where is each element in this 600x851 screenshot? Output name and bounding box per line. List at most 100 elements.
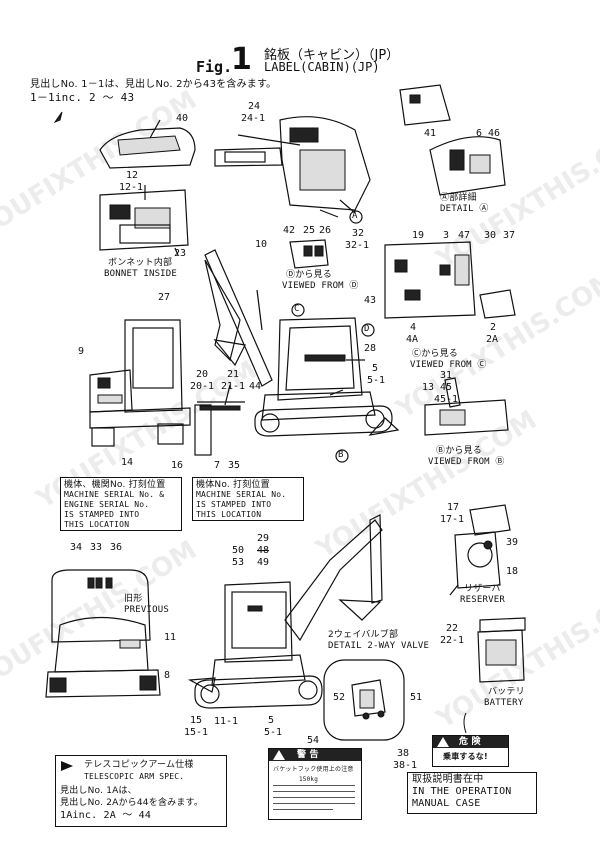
part-number: 16 xyxy=(171,460,184,471)
top-note-jp: 見出しNo. 1－1は、見出しNo. 2から43を含みます。 xyxy=(30,79,277,90)
part-number: 13 xyxy=(422,382,435,393)
part-number: 48 xyxy=(257,545,270,556)
part-number: 54 xyxy=(307,735,320,746)
part-number: 22 xyxy=(446,623,459,634)
part-number: 29 xyxy=(257,533,270,544)
reserver-en: RESERVER xyxy=(460,595,505,605)
previous-en: PREVIOUS xyxy=(124,605,169,615)
warning-header-bar xyxy=(269,749,361,761)
part-number: 32-1 xyxy=(345,240,370,251)
part-number: 33 xyxy=(90,542,103,553)
telescopic-line1: テレスコピックアーム仕様 xyxy=(84,760,194,770)
part-number: 39 xyxy=(506,537,519,548)
part-number: 15 xyxy=(190,715,203,726)
telescopic-line3: 見出しNo. 1Aは、 xyxy=(60,786,137,796)
bonnet-inside-jp: ボンネット内部 xyxy=(108,258,173,268)
part-number: 21 xyxy=(227,369,240,380)
callout-c: C xyxy=(294,304,300,314)
part-number: 46 xyxy=(488,128,501,139)
part-number: 53 xyxy=(232,557,245,568)
callout-b: B xyxy=(338,450,344,460)
part-number: 38-1 xyxy=(393,760,418,771)
part-number: 10 xyxy=(255,239,268,250)
figure-word: Fig. xyxy=(196,58,233,76)
part-number: 5 xyxy=(268,715,275,726)
part-number: 5 xyxy=(372,363,379,374)
detail-2way-jp: 2ウェイバルブ部 xyxy=(328,630,399,640)
tag-string-icon xyxy=(463,713,467,733)
figure-number: 1 xyxy=(231,42,252,77)
bonnet-inside-en: BONNET INSIDE xyxy=(104,269,178,279)
previous-jp: 旧形 xyxy=(124,594,143,604)
part-number: 50 xyxy=(232,545,245,556)
serial-left-line4: IS STAMPED INTO xyxy=(64,510,140,519)
part-number: 6 xyxy=(476,128,483,139)
part-number: 27 xyxy=(158,292,171,303)
part-number: 52 xyxy=(333,692,346,703)
warning-triangle-icon xyxy=(273,750,285,760)
part-number: 51 xyxy=(410,692,423,703)
danger-label: 危 険 乗車するな! xyxy=(432,735,509,767)
part-number: 32 xyxy=(352,228,365,239)
arrow-icon xyxy=(61,761,73,771)
part-number: 19 xyxy=(412,230,425,241)
detail-a-jp: Ⓐ部詳細 xyxy=(440,193,477,203)
telescopic-line2: TELESCOPIC ARM SPEC. xyxy=(84,772,185,781)
viewed-from-c-jp: Ⓒから見る xyxy=(412,349,459,359)
part-number: 8 xyxy=(164,670,171,681)
viewed-from-b-jp: Ⓑから見る xyxy=(436,446,483,456)
part-number: 12 xyxy=(126,170,139,181)
battery-jp: バッテリ xyxy=(488,687,525,697)
callout-d: D xyxy=(364,324,370,334)
part-number: 36 xyxy=(110,542,123,553)
part-number: 34 xyxy=(70,542,83,553)
part-number: 25 xyxy=(303,225,316,236)
telescopic-line4: 見出しNo. 2Aから44を含みます。 xyxy=(60,798,204,808)
manual-line2: IN THE OPERATION xyxy=(412,786,512,797)
manual-line3: MANUAL CASE xyxy=(412,798,481,809)
part-number: 17 xyxy=(447,502,460,513)
callout-a: A xyxy=(352,211,358,221)
warning-heading: 警 告 xyxy=(297,750,319,760)
serial-box-left: 機体、機関No. 打刻位置 MACHINE SERIAL No. & ENGIN… xyxy=(60,477,182,531)
warning-label: 警 告 バケットフック使用上の注意 150kg xyxy=(268,748,362,820)
manual-line1: 取扱説明書在中 xyxy=(412,774,484,785)
part-number: 44 xyxy=(249,381,262,392)
part-number: 37 xyxy=(503,230,516,241)
battery-en: BATTERY xyxy=(484,698,524,708)
serial-left-line5: THIS LOCATION xyxy=(64,520,130,529)
serial-right-line1: 機体No. 打刻位置 xyxy=(196,480,270,490)
part-number: 18 xyxy=(506,566,519,577)
part-number: 2 xyxy=(490,322,497,333)
serial-left-line3: ENGINE SERIAL No. xyxy=(64,500,150,509)
part-number: 2A xyxy=(486,334,499,345)
part-number: 11 xyxy=(164,632,177,643)
part-number: 45 xyxy=(440,382,453,393)
part-number: 30 xyxy=(484,230,497,241)
part-number: 20-1 xyxy=(190,381,215,392)
serial-right-line3: IS STAMPED INTO xyxy=(196,500,272,509)
part-number: 12-1 xyxy=(119,182,144,193)
part-number: 14 xyxy=(121,457,134,468)
viewed-from-c-en: VIEWED FROM Ⓒ xyxy=(410,360,487,370)
part-number: 17-1 xyxy=(440,514,465,525)
part-number: 42 xyxy=(283,225,296,236)
part-number: 49 xyxy=(257,557,270,568)
danger-triangle-icon xyxy=(437,737,449,747)
warning-line1: バケットフック使用上の注意 xyxy=(273,766,354,773)
title-japanese: 銘板（キャビン）（JP） xyxy=(264,48,400,63)
warning-line2: 150kg xyxy=(299,776,319,783)
danger-header-bar xyxy=(433,736,508,748)
part-number: 47 xyxy=(458,230,471,241)
part-number: 21-1 xyxy=(221,381,246,392)
part-number: 31 xyxy=(440,370,453,381)
part-number: 24 xyxy=(248,101,261,112)
part-number: 5-1 xyxy=(264,727,283,738)
part-number: 5-1 xyxy=(367,375,386,386)
serial-box-right: 機体No. 打刻位置 MACHINE SERIAL No. IS STAMPED… xyxy=(192,477,304,521)
reserver-jp: リザーバ xyxy=(464,584,501,594)
danger-line1: 乗車するな! xyxy=(443,752,488,761)
danger-heading: 危 険 xyxy=(459,737,481,747)
serial-right-line2: MACHINE SERIAL No. xyxy=(196,490,287,499)
